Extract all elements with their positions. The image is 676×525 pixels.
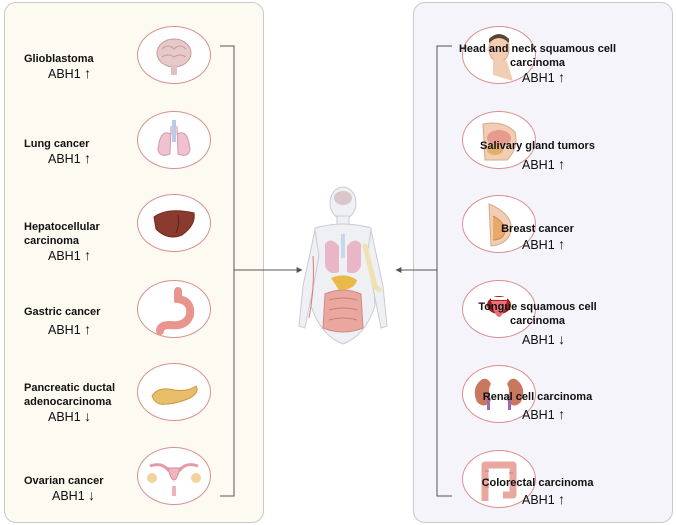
marker-value: ABH1 ↑ bbox=[48, 247, 92, 264]
change-arrow: ↓ bbox=[84, 408, 92, 424]
marker-value: ABH1 ↑ bbox=[522, 236, 566, 253]
marker-value: ABH1 ↑ bbox=[522, 491, 566, 508]
change-arrow: ↑ bbox=[558, 406, 566, 422]
change-arrow: ↑ bbox=[558, 69, 566, 85]
disease-label: Tongue squamous cell carcinoma bbox=[478, 301, 597, 327]
change-arrow: ↓ bbox=[558, 331, 566, 347]
change-arrow: ↑ bbox=[84, 150, 92, 166]
breast-icon bbox=[462, 195, 536, 253]
disease-label: Renal cell carcinoma bbox=[482, 391, 593, 403]
marker-value: ABH1 ↓ bbox=[52, 487, 96, 504]
head-neck-icon bbox=[462, 26, 536, 84]
kidneys-icon bbox=[462, 365, 536, 423]
tongue-icon bbox=[462, 280, 536, 338]
colon-icon bbox=[462, 450, 536, 508]
lungs-icon bbox=[137, 111, 211, 169]
right-panel bbox=[413, 2, 673, 523]
disease-label: Lung cancer bbox=[24, 138, 90, 150]
change-arrow: ↑ bbox=[84, 321, 92, 337]
change-arrow: ↑ bbox=[558, 156, 566, 172]
disease-label: Breast cancer bbox=[501, 223, 574, 235]
human-body-figure bbox=[298, 186, 388, 345]
change-arrow: ↑ bbox=[558, 236, 566, 252]
disease-label: Pancreatic ductal adenocarcinoma bbox=[24, 382, 116, 408]
brain-icon bbox=[137, 26, 211, 84]
marker-value: ABH1 ↑ bbox=[522, 406, 566, 423]
disease-label: Glioblastoma bbox=[24, 53, 94, 65]
change-arrow: ↓ bbox=[88, 487, 96, 503]
uterus-icon bbox=[137, 447, 211, 505]
marker-value: ABH1 ↑ bbox=[522, 156, 566, 173]
marker-value: ABH1 ↓ bbox=[48, 408, 92, 425]
change-arrow: ↑ bbox=[84, 247, 92, 263]
left-panel bbox=[4, 2, 264, 523]
marker-value: ABH1 ↑ bbox=[48, 65, 92, 82]
marker-value: ABH1 ↑ bbox=[48, 321, 92, 338]
change-arrow: ↑ bbox=[84, 65, 92, 81]
disease-label: Ovarian cancer bbox=[24, 475, 104, 487]
stomach-icon bbox=[137, 280, 211, 338]
change-arrow: ↑ bbox=[558, 491, 566, 507]
marker-value: ABH1 ↓ bbox=[522, 331, 566, 348]
marker-value: ABH1 ↑ bbox=[48, 150, 92, 167]
liver-icon bbox=[137, 194, 211, 252]
salivary-gland-icon bbox=[462, 111, 536, 169]
disease-label: Gastric cancer bbox=[24, 306, 101, 318]
disease-label: Hepatocellular carcinoma bbox=[24, 221, 100, 247]
disease-label: Head and neck squamous cell carcinoma bbox=[458, 43, 617, 69]
marker-value: ABH1 ↑ bbox=[522, 69, 566, 86]
disease-label: Salivary gland tumors bbox=[480, 140, 595, 152]
right-bracket bbox=[395, 45, 452, 497]
disease-label: Colorectal carcinoma bbox=[481, 477, 594, 489]
pancreas-icon bbox=[137, 363, 211, 421]
left-bracket bbox=[220, 45, 303, 497]
